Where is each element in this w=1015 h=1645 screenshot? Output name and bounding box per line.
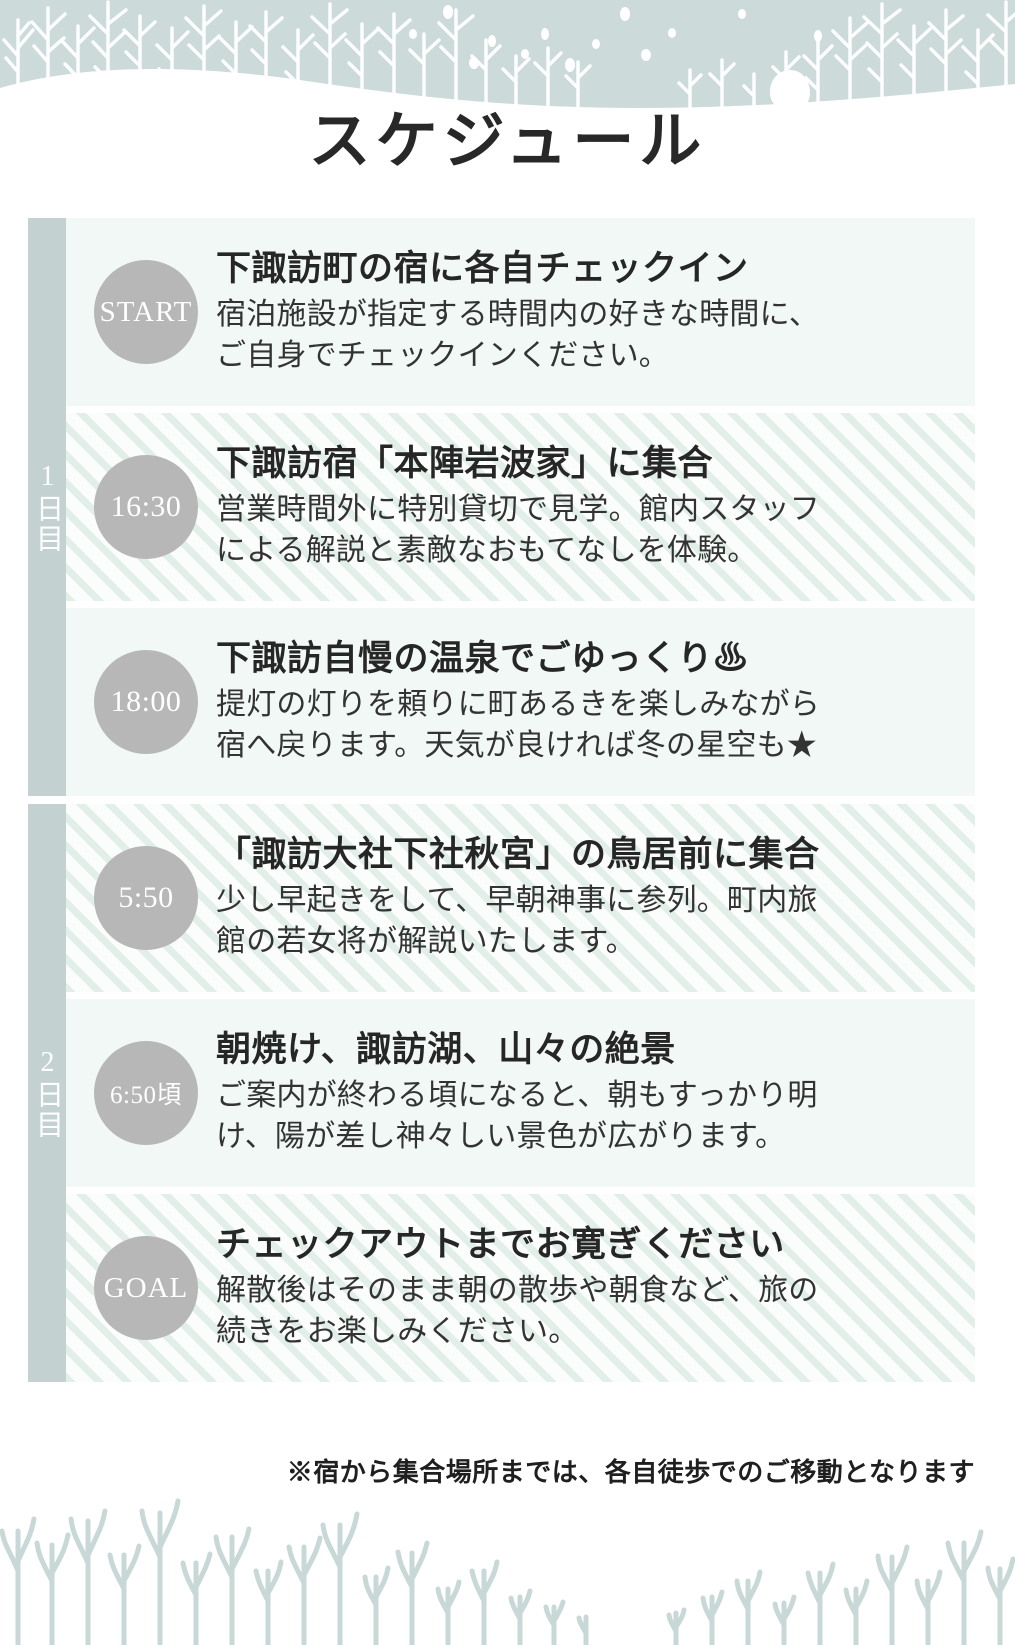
day-block-2: 2日目 5:50 「諏訪大社下社秋宮」の鳥居前に集合 少し早起きをして、早朝神事… — [28, 804, 975, 1382]
schedule-row[interactable]: 16:30 下諏訪宿「本陣岩波家」に集合 営業時間外に特別貸切で見学。館内スタッ… — [66, 413, 975, 601]
schedule-row-desc-line: 提灯の灯りを頼りに町あるきを楽しみながら — [216, 688, 820, 721]
schedule-row-text: 下諏訪宿「本陣岩波家」に集合 営業時間外に特別貸切で見学。館内スタッフ による解… — [216, 442, 961, 572]
snow-mound — [0, 68, 1015, 125]
day-2-rows: 5:50 「諏訪大社下社秋宮」の鳥居前に集合 少し早起きをして、早朝神事に参列。… — [66, 804, 975, 1382]
schedule-row-desc-line: 解散後はそのまま朝の散歩や朝食など、旅の — [216, 1274, 819, 1307]
winter-forest-header — [0, 0, 1015, 125]
schedule-timeline: 1日目 START 下諏訪町の宿に各自チェックイン 宿泊施設が指定する時間内の好… — [28, 218, 975, 1382]
time-badge: 18:00 — [94, 650, 198, 754]
day-bar-1: 1日目 — [28, 218, 66, 796]
schedule-row-desc-line: ご案内が終わる頃になると、朝もすっかり明 — [216, 1079, 818, 1112]
day-1-rows: START 下諏訪町の宿に各自チェックイン 宿泊施設が指定する時間内の好きな時間… — [66, 218, 975, 796]
day-bar-2: 2日目 — [28, 804, 66, 1382]
schedule-row[interactable]: START 下諏訪町の宿に各自チェックイン 宿泊施設が指定する時間内の好きな時間… — [66, 218, 975, 406]
schedule-row-text: チェックアウトまでお寛ぎください 解散後はそのまま朝の散歩や朝食など、旅の 続き… — [216, 1223, 961, 1353]
schedule-row-text: 下諏訪自慢の温泉でごゆっくり♨ 提灯の灯りを頼りに町あるきを楽しみながら 宿へ戻… — [216, 637, 961, 767]
bottom-branch-decoration — [0, 1485, 1015, 1645]
schedule-row-desc-line: け、陽が差し神々しい景色が広がります。 — [216, 1120, 786, 1154]
schedule-row-title: 下諏訪自慢の温泉でごゆっくり♨ — [216, 639, 749, 679]
day-label-1: 1日目 — [32, 460, 63, 554]
time-badge: 5:50 — [94, 846, 198, 950]
schedule-row-title: 朝焼け、諏訪湖、山々の絶景 — [216, 1030, 676, 1070]
schedule-row-text: 下諏訪町の宿に各自チェックイン 宿泊施設が指定する時間内の好きな時間に、 ご自身… — [216, 247, 961, 377]
schedule-row-desc-line: 館の若女将が解説いたします。 — [216, 925, 636, 959]
page-title: スケジュール — [308, 108, 707, 176]
bare-branches-illustration — [0, 1498, 1015, 1645]
schedule-row-desc-line: 宿へ戻ります。天気が良ければ冬の星空も★ — [216, 729, 817, 763]
time-badge: 16:30 — [94, 455, 198, 559]
schedule-row-desc-line: 少し早起きをして、早朝神事に参列。町内旅 — [216, 884, 818, 917]
time-badge: START — [94, 260, 198, 364]
day-block-1: 1日目 START 下諏訪町の宿に各自チェックイン 宿泊施設が指定する時間内の好… — [28, 218, 975, 796]
schedule-row-desc-line: 営業時間外に特別貸切で見学。館内スタッフ — [216, 493, 820, 526]
schedule-row[interactable]: 18:00 下諏訪自慢の温泉でごゆっくり♨ 提灯の灯りを頼りに町あるきを楽しみな… — [66, 608, 975, 796]
schedule-row[interactable]: 5:50 「諏訪大社下社秋宮」の鳥居前に集合 少し早起きをして、早朝神事に参列。… — [66, 804, 975, 992]
schedule-row[interactable]: 6:50頃 朝焼け、諏訪湖、山々の絶景 ご案内が終わる頃になると、朝もすっかり明… — [66, 999, 975, 1187]
snowflakes — [409, 5, 822, 72]
schedule-row-desc-line: ご自身でチェックインください。 — [216, 339, 669, 373]
schedule-row-desc-line: 宿泊施設が指定する時間内の好きな時間に、 — [216, 298, 820, 331]
schedule-row[interactable]: GOAL チェックアウトまでお寛ぎください 解散後はそのまま朝の散歩や朝食など、… — [66, 1194, 975, 1382]
winter-forest-illustration — [0, 0, 1015, 125]
schedule-row-title: 下諏訪町の宿に各自チェックイン — [216, 249, 749, 289]
time-badge: GOAL — [94, 1236, 198, 1340]
snow-bunny — [770, 70, 810, 109]
time-badge: 6:50頃 — [94, 1041, 198, 1145]
schedule-row-title: 下諏訪宿「本陣岩波家」に集合 — [216, 444, 714, 484]
schedule-row-title: チェックアウトまでお寛ぎください — [216, 1225, 785, 1265]
schedule-row-desc-line: 続きをお楽しみください。 — [216, 1315, 579, 1349]
day-label-2: 2日目 — [32, 1046, 63, 1140]
schedule-row-desc-line: による解説と素敵なおもてなしを体験。 — [216, 534, 758, 568]
schedule-row-text: 「諏訪大社下社秋宮」の鳥居前に集合 少し早起きをして、早朝神事に参列。町内旅 館… — [216, 833, 961, 963]
schedule-row-title: 「諏訪大社下社秋宮」の鳥居前に集合 — [216, 835, 820, 875]
footnote: ※宿から集合場所までは、各自徒歩でのご移動となります — [286, 1458, 975, 1487]
page-title-wrapper: スケジュール — [0, 108, 1015, 176]
schedule-row-text: 朝焼け、諏訪湖、山々の絶景 ご案内が終わる頃になると、朝もすっかり明 け、陽が差… — [216, 1028, 961, 1158]
